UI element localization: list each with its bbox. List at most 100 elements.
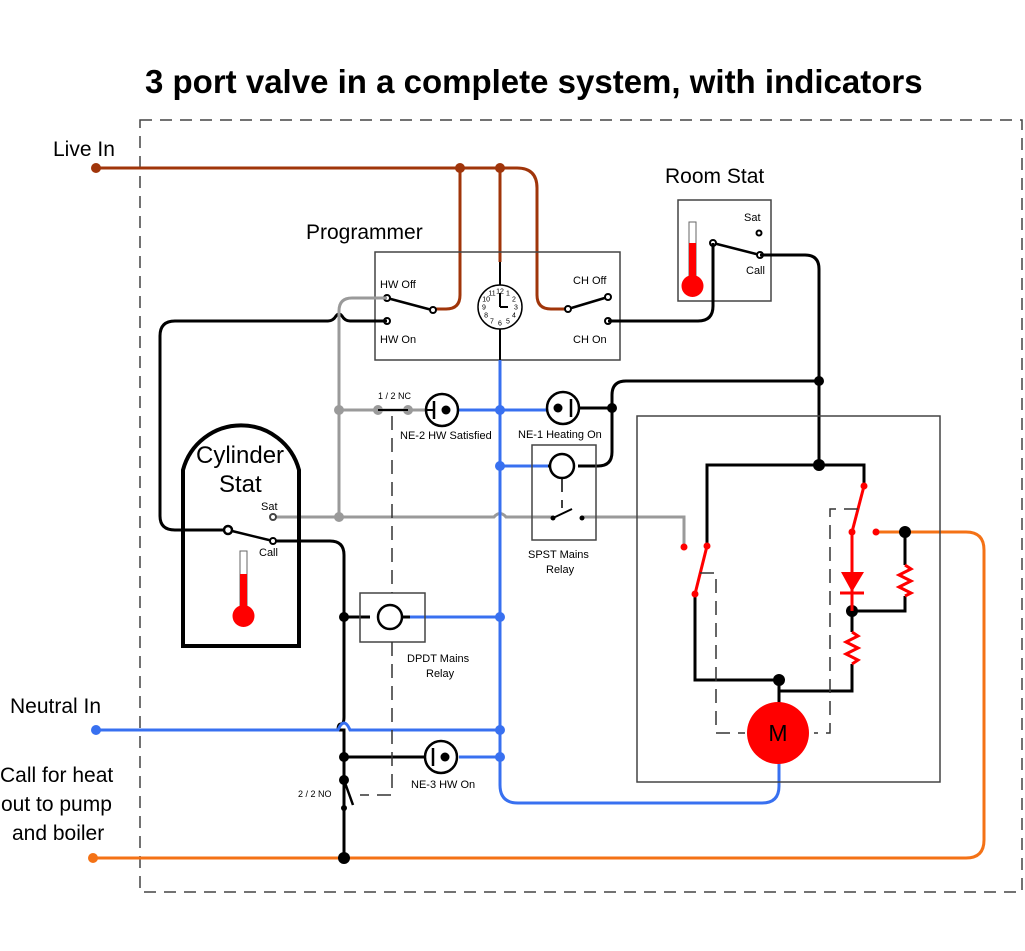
junction	[334, 512, 344, 522]
relay-contact-2: 2 / 2 NO	[298, 775, 355, 811]
clock-numeral: 9	[482, 305, 486, 312]
resistor-icon	[842, 630, 862, 666]
control-wiring	[158, 243, 824, 860]
junction	[495, 461, 505, 471]
ne2-label: NE-2 HW Satisfied	[400, 430, 492, 442]
junction	[495, 612, 505, 622]
junction	[607, 403, 617, 413]
neutral-in-terminal	[91, 725, 101, 735]
ne3-indicator: NE-3 HW On	[411, 739, 475, 791]
relay-contact-2-label: 2 / 2 NO	[298, 789, 332, 799]
junction	[899, 526, 911, 538]
clock-numeral: 10	[482, 297, 490, 304]
ch-common-contact	[564, 305, 572, 313]
dpdt-coil	[376, 603, 404, 631]
clock-numeral: 6	[498, 321, 502, 328]
cylinder-stat-sat-contact	[269, 513, 277, 521]
neutral-wiring	[91, 360, 781, 805]
hw-switch-blade	[386, 296, 433, 312]
diode-icon	[841, 572, 864, 592]
dpdt-label-2: Relay	[426, 668, 455, 680]
junction	[813, 459, 825, 471]
call-for-heat-label-3: and boiler	[12, 822, 104, 845]
room-stat-call-label: Call	[746, 265, 765, 277]
room-stat-sat-contact	[755, 229, 763, 237]
spst-label-1: SPST Mains	[528, 549, 589, 561]
cylinder-stat-label-2: Stat	[219, 471, 262, 498]
live-in-terminal	[91, 163, 101, 173]
live-junction	[455, 163, 465, 173]
junction	[773, 674, 785, 686]
cylinder-stat-call-contact	[269, 537, 277, 545]
clock-numeral: 2	[512, 297, 516, 304]
cylinder-stat: Cylinder Stat Sat Call	[181, 423, 301, 648]
dpdt-label-1: DPDT Mains	[407, 653, 470, 665]
junction	[339, 752, 349, 762]
cylinder-stat-blade	[227, 528, 274, 543]
live-junction	[495, 163, 505, 173]
junction	[814, 376, 824, 386]
junction	[495, 405, 505, 415]
cylinder-stat-sat-label: Sat	[261, 501, 278, 513]
clock-numeral: 8	[484, 313, 488, 320]
enclosure-boundary	[139, 119, 1023, 893]
programmer-label: Programmer	[306, 221, 423, 244]
motor	[747, 702, 809, 764]
programmer-box	[374, 251, 621, 361]
cylinder-stat-common	[222, 524, 234, 536]
spst-coil	[548, 452, 576, 480]
ch-switch-blade	[567, 295, 609, 311]
ch-off-contact	[604, 293, 612, 301]
spst-label-2: Relay	[546, 564, 575, 576]
live-in-label: Live In	[53, 138, 115, 161]
ne2-indicator: NE-2 HW Satisfied	[400, 392, 492, 442]
ne1-label: NE-1 Heating On	[518, 429, 602, 441]
clock-numeral: 11	[488, 291, 495, 298]
junction	[334, 405, 344, 415]
junction	[495, 725, 505, 735]
valve-switch-1	[693, 545, 709, 595]
junction	[338, 852, 350, 864]
call-for-heat-label-2: out to pump	[1, 793, 112, 816]
room-stat-box	[677, 199, 772, 302]
resistor-icon	[895, 563, 915, 598]
dpdt-relay: DPDT Mains Relay	[359, 416, 470, 796]
ne3-label: NE-3 HW On	[411, 779, 475, 791]
cylinder-stat-label-1: Cylinder	[196, 442, 284, 469]
neutral-in-label: Neutral In	[10, 695, 101, 718]
clock-numeral: 5	[506, 318, 510, 325]
hw-common-contact	[429, 306, 437, 314]
cylinder-stat-body	[181, 423, 301, 648]
hw-on-label: HW On	[380, 334, 416, 346]
hw-off-label: HW Off	[380, 279, 417, 291]
live-wiring	[91, 163, 568, 311]
clock-numeral: 1	[506, 291, 510, 298]
room-stat-sat-label: Sat	[744, 212, 761, 224]
relay-contact-1-label: 1 / 2 NC	[378, 391, 412, 401]
call-out-terminal	[88, 853, 98, 863]
cylinder-stat-call-label: Call	[259, 547, 278, 559]
clock-numeral: 12	[496, 289, 504, 296]
room-stat-label: Room Stat	[665, 165, 764, 188]
motor-label: M	[768, 720, 787, 746]
room-stat: Room Stat Sat Call	[665, 165, 772, 302]
clock-numeral: 7	[490, 318, 494, 325]
thermometer-icon	[232, 550, 255, 627]
junction	[495, 752, 505, 762]
junction	[339, 612, 349, 622]
room-stat-blade	[712, 241, 761, 257]
clock-numeral: 3	[514, 305, 518, 312]
call-for-heat-label-1: Call for heat	[0, 764, 113, 787]
diagram-title: 3 port valve in a complete system, with …	[145, 63, 923, 100]
satisfied-wiring	[273, 296, 686, 545]
ne1-indicator: NE-1 Heating On	[518, 390, 602, 441]
ch-on-label: CH On	[573, 334, 607, 346]
thermometer-icon	[681, 221, 704, 297]
three-port-valve: M	[636, 415, 941, 783]
clock-numeral: 4	[512, 313, 516, 320]
spst-relay: SPST Mains Relay	[528, 444, 597, 576]
ch-off-label: CH Off	[573, 275, 607, 287]
